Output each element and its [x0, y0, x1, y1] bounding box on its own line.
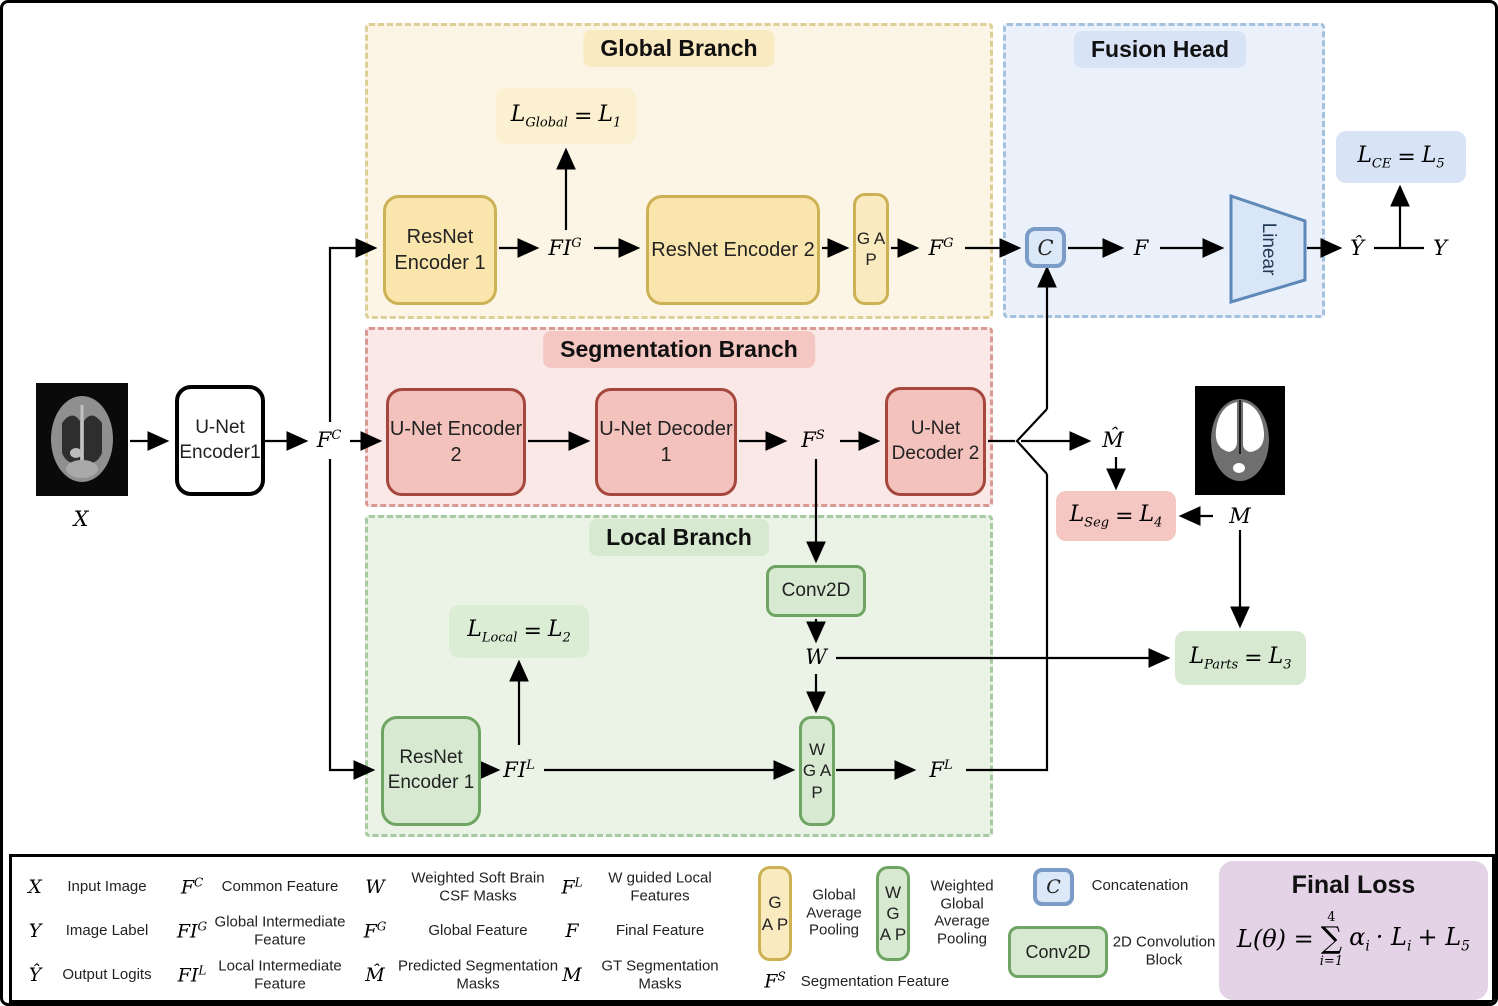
loss-local-box: LLocal = L2: [449, 605, 589, 658]
legend-symbol-yhat: Ŷ: [28, 964, 42, 986]
legend-desc-fig: Global Intermediate Feature: [214, 913, 346, 948]
legend-symbol-f: F: [565, 920, 579, 942]
local-branch-title: Local Branch: [589, 519, 769, 556]
label-fg: FG: [928, 236, 954, 260]
legend-desc-fg: Global Feature: [428, 922, 528, 940]
legend-symbol-w: W: [365, 876, 385, 898]
loss-parts-box: LParts = L3: [1175, 631, 1306, 685]
unet-encoder2-block: U-Net Encoder 2: [386, 388, 526, 496]
final-loss-box: Final Loss L(θ) = 4 ∑ i=1 αi · Li + L5: [1219, 861, 1488, 1000]
legend-desc-fl: W guided Local Features: [608, 869, 712, 904]
legend-symbol-fil: FIL: [177, 963, 207, 987]
legend-concat-desc: Concatenation: [1091, 877, 1189, 895]
unet-encoder1-block: U-Net Encoder1: [175, 385, 265, 496]
legend-desc-y: Image Label: [65, 922, 149, 940]
resnet-encoder2-block: ResNet Encoder 2: [646, 195, 820, 305]
label-fig: FIG: [548, 236, 582, 260]
legend-gap-icon: G A P: [758, 866, 792, 961]
legend-symbol-fg: FG: [363, 919, 387, 943]
label-fc: FC: [316, 428, 342, 452]
label-fl: FL: [929, 758, 953, 782]
connector-lines: [130, 147, 1424, 780]
conv2d-block: Conv2D: [766, 565, 866, 617]
wgap-block: W G A P: [799, 716, 835, 826]
legend-concat-icon: C: [1033, 868, 1074, 906]
label-m: M: [1229, 504, 1251, 528]
legend-desc-x: Input Image: [67, 878, 147, 896]
legend-conv2d-icon: Conv2D: [1008, 926, 1108, 978]
resnet-encoder1-local-block: ResNet Encoder 1: [381, 716, 481, 826]
legend-desc-w: Weighted Soft Brain CSF Masks: [411, 869, 545, 904]
legend-desc-mhat: Predicted Segmentation Masks: [397, 957, 559, 992]
legend-symbol-fig: FIG: [176, 919, 208, 943]
legend-symbol-y: Y: [28, 920, 42, 942]
label-w: W: [805, 645, 827, 669]
loss-global-box: LGlobal = L1: [496, 88, 636, 144]
summation-symbol: 4 ∑ i=1: [1319, 909, 1344, 969]
final-loss-formula: L(θ) = 4 ∑ i=1 αi · Li + L5: [1236, 909, 1471, 969]
gap-block: G A P: [853, 193, 889, 305]
segmentation-branch-title: Segmentation Branch: [543, 331, 815, 368]
legend-desc-f: Final Feature: [615, 922, 705, 940]
legend-desc-fil: Local Intermediate Feature: [218, 957, 342, 992]
legend-conv2d-desc: 2D Convolution Block: [1112, 933, 1216, 968]
label-fs: FS: [801, 428, 825, 452]
legend-symbol-fs: FS: [764, 969, 786, 993]
legend-panel: X Input Image Y Image Label Ŷ Output Log…: [9, 854, 1495, 1003]
legend-wgap-desc: Weighted Global Average Pooling: [930, 877, 994, 948]
legend-desc-m: GT Segmentation Masks: [601, 957, 719, 992]
label-x: X: [73, 507, 89, 531]
global-branch-title: Global Branch: [583, 30, 775, 67]
loss-seg-box: LSeg = L4: [1056, 491, 1176, 541]
unet-decoder2-block: U-Net Decoder 2: [885, 387, 986, 496]
input-mri-image: [36, 383, 128, 496]
legend-gap-desc: Global Average Pooling: [806, 886, 862, 939]
concat-block: C: [1025, 227, 1066, 268]
linear-block-label: Linear: [1258, 222, 1279, 276]
legend-symbol-fl: FL: [561, 875, 583, 899]
legend-wgap-icon: W G A P: [876, 866, 910, 961]
final-loss-title: Final Loss: [1291, 871, 1416, 899]
label-f: F: [1133, 236, 1149, 260]
legend-symbol-mhat: M̂: [365, 964, 385, 986]
legend-symbol-m: M: [562, 964, 582, 986]
fusion-head-title: Fusion Head: [1073, 31, 1247, 68]
legend-desc-fc: Common Feature: [221, 878, 339, 896]
legend-symbol-x: X: [28, 876, 42, 898]
label-fil: FIL: [503, 758, 535, 782]
legend-desc-yhat: Output Logits: [62, 966, 152, 984]
linear-block: Linear: [1229, 193, 1307, 305]
label-yhat: Ŷ: [1350, 236, 1364, 260]
legend-fs-desc: Segmentation Feature: [800, 973, 950, 991]
loss-ce-box: LCE = L5: [1336, 131, 1466, 183]
label-y: Y: [1433, 236, 1447, 260]
label-mhat: M̂: [1102, 428, 1124, 452]
legend-symbol-fc: FC: [180, 875, 204, 899]
resnet-encoder1-global-block: ResNet Encoder 1: [383, 195, 497, 305]
gt-mask-image: [1195, 386, 1285, 495]
unet-decoder1-block: U-Net Decoder 1: [595, 388, 737, 496]
